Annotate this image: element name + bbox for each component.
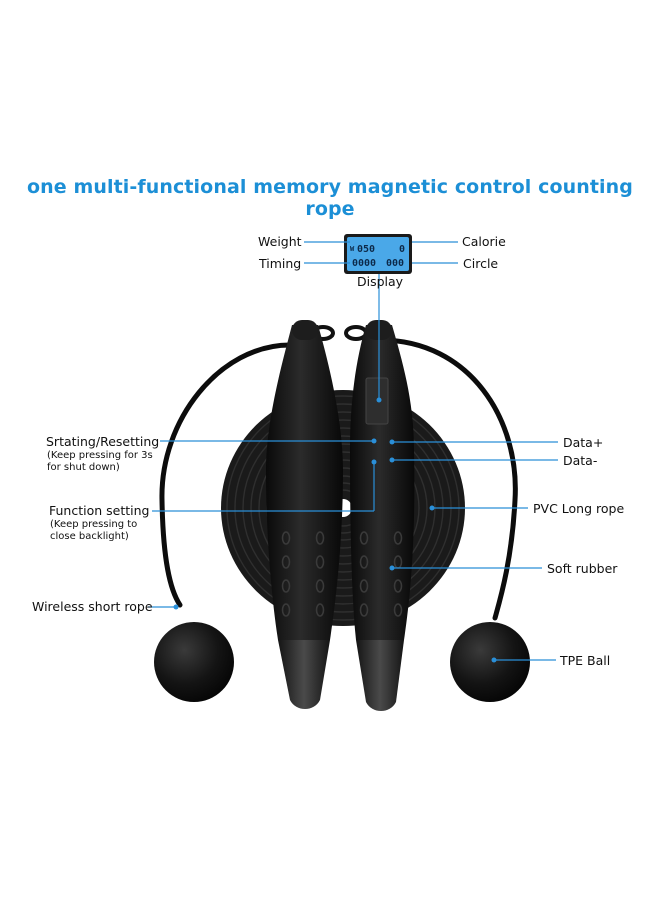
label-wireless-short-rope: Wireless short rope [32, 599, 153, 614]
label-pvc-long-rope: PVC Long rope [533, 501, 625, 516]
lcd-circle-value: 000 [386, 258, 404, 269]
label-display: Display [357, 274, 404, 289]
coiled-rope-disc [221, 390, 465, 626]
label-weight: Weight [258, 234, 302, 249]
label-starting-resetting: Srtating/Resetting [46, 434, 160, 449]
label-data-plus: Data+ [563, 435, 604, 450]
tpe-ball-right [450, 622, 530, 702]
callout-lines [148, 241, 558, 661]
label-calorie: Calorie [462, 234, 506, 249]
label-tpe-ball: TPE Ball [560, 653, 611, 668]
label-timing: Timing [259, 256, 302, 271]
page-title: one multi-functional memory magnetic con… [27, 176, 633, 220]
lcd-row1-prefix: W [350, 245, 355, 253]
right-handle [344, 320, 415, 711]
lcd-weight-value: 050 [357, 244, 375, 255]
left-handle [266, 320, 343, 709]
label-data-minus: Data- [563, 453, 598, 468]
note-function-2: close backlight) [50, 531, 129, 542]
tpe-ball-left [154, 622, 234, 702]
note-function-1: (Keep pressing to [50, 519, 138, 530]
label-soft-rubber: Soft rubber [547, 561, 618, 576]
lcd-display: W 050 0 0000 000 [344, 234, 412, 274]
lcd-calorie-value: 0 [399, 244, 405, 255]
label-circle: Circle [463, 256, 499, 271]
label-function-setting: Function setting [49, 503, 150, 518]
lcd-timing-value: 0000 [352, 258, 376, 269]
note-starting-2: for shut down) [47, 462, 120, 473]
callout-dots [173, 397, 497, 663]
short-ropes [159, 337, 518, 621]
note-starting-1: (Keep pressing for 3s [47, 450, 153, 461]
